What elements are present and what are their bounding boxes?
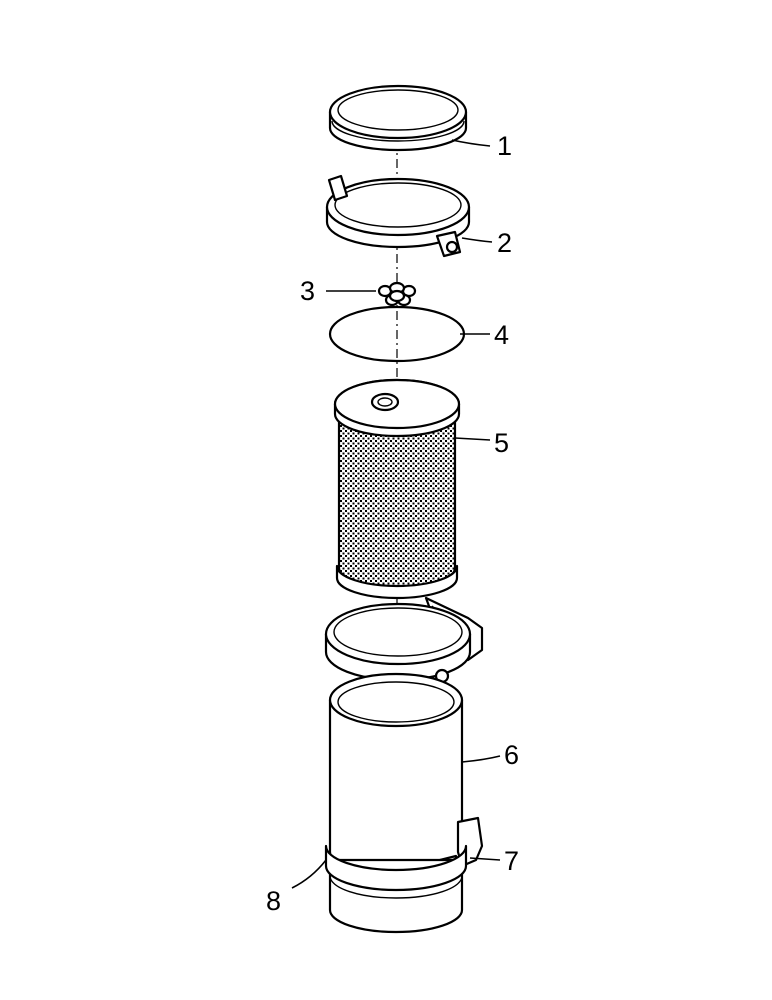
part-6-housing-upper-ring <box>324 596 484 684</box>
part-1-cover <box>328 84 468 152</box>
callout-2: 2 <box>497 228 512 258</box>
callout-6: 6 <box>504 740 519 770</box>
callout-8: 8 <box>266 886 281 916</box>
callout-labels: 1 2 3 4 5 6 7 8 <box>266 131 519 916</box>
callout-4: 4 <box>494 320 509 350</box>
part-3-wing-nut <box>377 281 417 307</box>
part-2-clamp-ring <box>325 174 471 258</box>
part-8-bottom-ring <box>324 844 468 934</box>
callout-1: 1 <box>497 131 512 161</box>
part-5-filter-element <box>333 378 461 600</box>
part-6-housing-body <box>328 672 464 876</box>
callout-7: 7 <box>504 846 519 876</box>
leader-lines <box>291 139 501 889</box>
callout-5: 5 <box>494 428 509 458</box>
callout-3: 3 <box>300 276 315 306</box>
